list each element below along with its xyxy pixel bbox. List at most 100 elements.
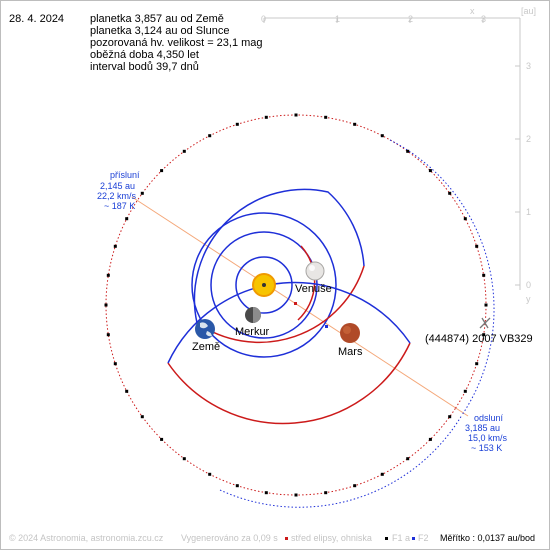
orbit-point bbox=[428, 437, 432, 441]
y-tick-label: 2 bbox=[526, 134, 532, 144]
venus-orbit bbox=[210, 231, 318, 339]
orbit-point bbox=[353, 484, 357, 488]
orbit-point bbox=[264, 115, 268, 119]
orbit-point bbox=[482, 333, 486, 337]
legend-f2-text: F2 bbox=[418, 533, 429, 543]
x-tick-label: 2 bbox=[408, 14, 414, 24]
y-axis-label: y bbox=[526, 294, 531, 304]
legend-f1-marker-icon bbox=[385, 537, 388, 540]
asteroid-orbit bbox=[105, 114, 495, 508]
orbit-point bbox=[113, 362, 117, 366]
mars-icon bbox=[340, 323, 360, 343]
x-ticks bbox=[263, 18, 484, 23]
scale-text: Měřítko : 0,0137 au/bod bbox=[440, 533, 536, 543]
orbit-point bbox=[182, 457, 186, 461]
orbit-point bbox=[160, 169, 164, 173]
venus-label: Venuše bbox=[295, 283, 332, 295]
orbit-point bbox=[264, 491, 268, 495]
y-ticks bbox=[515, 65, 520, 286]
orbit-point bbox=[324, 491, 328, 495]
axis-unit-label: [au] bbox=[521, 6, 537, 16]
y-tick-label: 1 bbox=[526, 207, 532, 217]
orbit-point bbox=[406, 149, 410, 153]
perihelion-line: přísluní bbox=[110, 170, 140, 180]
orbit-point bbox=[406, 457, 410, 461]
orbit-point bbox=[294, 493, 298, 497]
orbit-point bbox=[428, 169, 432, 173]
orbit-point bbox=[475, 244, 479, 248]
orbit-point bbox=[104, 303, 108, 307]
orbit-point bbox=[113, 244, 117, 248]
orbit-point bbox=[235, 122, 239, 126]
orbit-point bbox=[353, 122, 357, 126]
aphelion-line: odsluní bbox=[474, 413, 504, 423]
x-tick-label: 0 bbox=[261, 14, 267, 24]
sun-icon bbox=[252, 273, 276, 297]
x-axis-label: x bbox=[470, 6, 475, 16]
mercury-label: Merkur bbox=[235, 326, 270, 338]
orbit-point bbox=[380, 472, 384, 476]
perihelion-line: ~ 187 K bbox=[104, 201, 136, 211]
orbit-point bbox=[160, 437, 164, 441]
apsides-line bbox=[131, 196, 469, 417]
copyright-text: © 2024 Astronomia, astronomia.zcu.cz bbox=[9, 533, 164, 543]
asteroid-orbit-points bbox=[104, 113, 488, 497]
venus-icon bbox=[305, 261, 325, 281]
mars-orbit-blue bbox=[193, 188, 365, 324]
orbit-point bbox=[380, 134, 384, 138]
orbit-point bbox=[448, 191, 452, 195]
mercury-icon bbox=[245, 307, 261, 323]
earth-icon bbox=[195, 319, 215, 339]
aphelion-line: 15,0 km/s bbox=[468, 433, 508, 443]
focus-f2-marker bbox=[325, 325, 328, 328]
generated-text: Vygenerováno za 0,09 s bbox=[181, 533, 278, 543]
orbit-point bbox=[140, 415, 144, 419]
mercury-orbit bbox=[235, 256, 293, 314]
y-tick-label: 0 bbox=[526, 280, 532, 290]
orbit-point bbox=[324, 115, 328, 119]
info-line: pozorovaná hv. velikost = 23,1 mag bbox=[90, 37, 263, 49]
orbit-point bbox=[448, 415, 452, 419]
orbit-point bbox=[125, 389, 129, 393]
orbit-point bbox=[106, 273, 110, 277]
date-label: 28. 4. 2024 bbox=[9, 13, 65, 25]
y-tick-label: 3 bbox=[526, 61, 532, 71]
info-line: interval bodů 39,7 dnů bbox=[90, 61, 199, 73]
orbit-point bbox=[463, 217, 467, 221]
legend-center-marker-icon bbox=[285, 537, 288, 540]
mars-label: Mars bbox=[338, 346, 363, 358]
x-tick-label: 3 bbox=[481, 14, 487, 24]
orbit-point bbox=[182, 149, 186, 153]
perihelion-line: 22,2 km/s bbox=[97, 191, 137, 201]
earth-orbit bbox=[191, 212, 337, 358]
mars-orbit-red bbox=[196, 265, 365, 344]
ellipse-center-marker bbox=[294, 302, 297, 305]
orbit-point bbox=[208, 472, 212, 476]
aphelion-line: ~ 153 K bbox=[471, 443, 503, 453]
orbit-point bbox=[106, 333, 110, 337]
orbit-point bbox=[235, 484, 239, 488]
x-tick-label: 1 bbox=[335, 14, 341, 24]
legend-f1-text: F1 a bbox=[392, 533, 411, 543]
legend-center-text: střed elipsy, ohniska bbox=[291, 533, 372, 543]
info-line: planetka 3,124 au od Slunce bbox=[90, 25, 230, 37]
info-line: oběžná doba 4,350 let bbox=[90, 49, 199, 61]
orbit-point bbox=[294, 113, 298, 117]
orbit-point bbox=[140, 191, 144, 195]
orbit-point bbox=[125, 217, 129, 221]
earth-label: Země bbox=[192, 341, 221, 353]
orbit-point bbox=[482, 273, 486, 277]
legend-f2-marker-icon bbox=[412, 537, 415, 540]
mars-big-blue bbox=[167, 281, 411, 364]
aphelion-line: 3,185 au bbox=[465, 423, 501, 433]
asteroid-label: (444874) 2007 VB329 bbox=[425, 333, 533, 345]
asteroid-marker bbox=[479, 317, 491, 329]
mars-big-red bbox=[167, 342, 411, 425]
orbit-point bbox=[475, 362, 479, 366]
orbit-point bbox=[208, 134, 212, 138]
orbit-point bbox=[463, 389, 467, 393]
perihelion-line: 2,145 au bbox=[100, 181, 136, 191]
info-line: planetka 3,857 au od Země bbox=[90, 13, 224, 25]
orbit-point bbox=[484, 303, 488, 307]
